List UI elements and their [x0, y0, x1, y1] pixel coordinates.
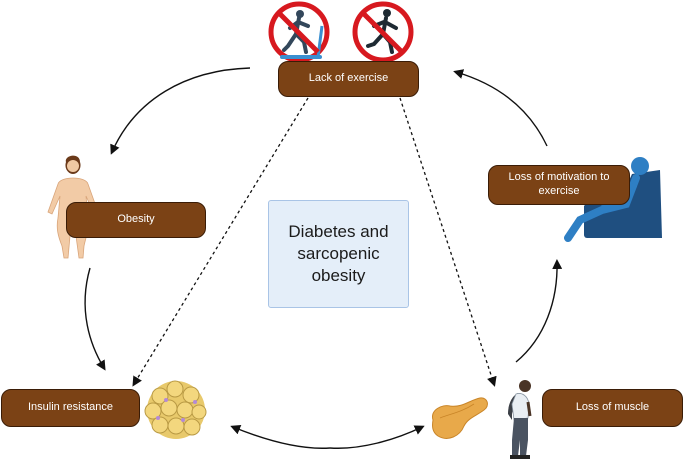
- loss-of-motivation-label-line2: exercise: [538, 185, 580, 197]
- loss-of-motivation-label-line1: Loss of motivation to: [508, 171, 610, 184]
- pancreas-icon: [432, 397, 488, 439]
- node-loss-of-motivation: Loss of motivation to exercise: [488, 165, 630, 205]
- arrow-insulin-muscle-right: [329, 425, 425, 449]
- node-loss-of-muscle: Loss of muscle: [542, 389, 683, 427]
- arrow-obesity-to-insulin: [84, 267, 106, 371]
- loss-of-muscle-label: Loss of muscle: [575, 401, 650, 414]
- lack-of-exercise-label: Lack of exercise: [308, 72, 389, 85]
- arrow-motivation-to-exercise: [453, 69, 548, 147]
- center-title-line2: sarcopenic: [297, 243, 380, 263]
- center-title-line3: obesity: [311, 266, 366, 286]
- arrow-exercise-to-obesity: [110, 67, 251, 155]
- fat-cells-icon: [144, 380, 207, 439]
- center-title-line1: Diabetes and: [288, 221, 389, 241]
- arrow-insulin-muscle-left: [230, 425, 331, 449]
- elderly-man-icon: [508, 380, 532, 459]
- obesity-label: Obesity: [117, 213, 155, 226]
- center-title-box: Diabetes and sarcopenic obesity: [268, 200, 409, 308]
- no-jogging-icon: [352, 1, 414, 63]
- node-obesity: Obesity: [66, 202, 206, 238]
- dashed-arrow-exercise-to-insulin: [132, 97, 309, 387]
- insulin-resistance-label: Insulin resistance: [28, 401, 113, 414]
- no-running-treadmill-icon: [268, 1, 330, 63]
- arrow-muscle-to-motivation: [515, 259, 563, 363]
- dashed-arrow-exercise-to-muscle: [399, 97, 497, 387]
- node-insulin-resistance: Insulin resistance: [1, 389, 140, 427]
- node-lack-of-exercise: Lack of exercise: [278, 61, 419, 97]
